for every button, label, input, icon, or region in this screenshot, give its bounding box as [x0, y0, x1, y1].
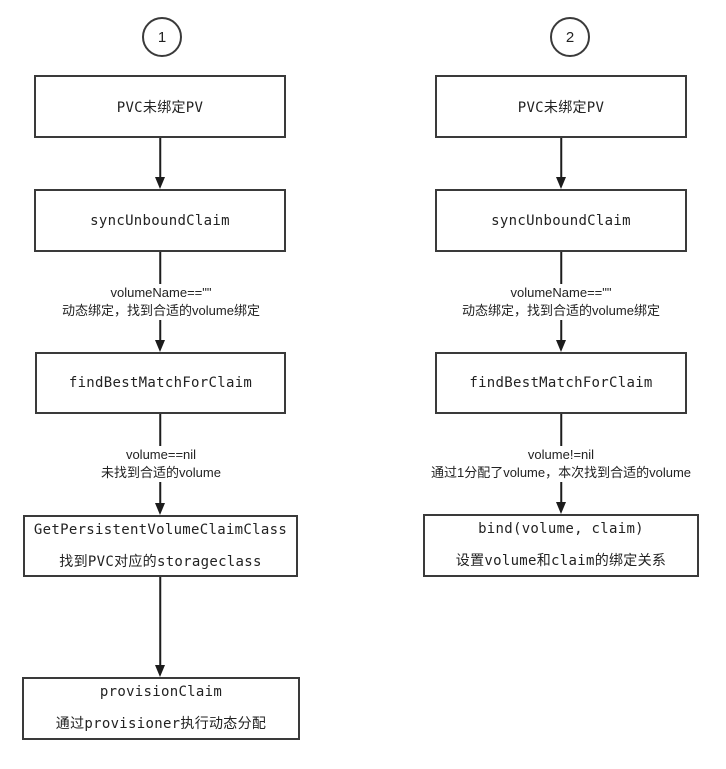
edge-label-line2: 动态绑定，找到合适的volume绑定 [62, 303, 260, 318]
flow1-label-volume-name-empty: volumeName=="" 动态绑定，找到合适的volume绑定 [59, 284, 263, 320]
node-title: syncUnboundClaim [491, 212, 631, 229]
flow1-node-provision-claim: provisionClaim 通过provisioner执行动态分配 [22, 677, 300, 740]
step-2-number: 2 [565, 28, 575, 46]
step-1-number: 1 [157, 28, 167, 46]
edge-label-line2: 未找到合适的volume [101, 465, 221, 480]
edge-label-line1: volume!=nil [527, 447, 595, 462]
node-title: findBestMatchForClaim [68, 375, 253, 391]
flow1-label-volume-nil: volume==nil 未找到合适的volume [98, 446, 224, 482]
flow1-arrow-pvc-to-sync [153, 138, 167, 189]
flow2-node-bind: bind(volume, claim) 设置volume和claim的绑定关系 [423, 514, 699, 577]
node-title: syncUnboundClaim [90, 212, 230, 229]
flow2-node-find-best-match: findBestMatchForClaim [435, 352, 687, 414]
step-1-badge: 1 [142, 17, 182, 57]
flow1-node-find-best-match: findBestMatchForClaim [35, 352, 286, 414]
edge-label-line1: volumeName=="" [510, 285, 612, 300]
node-subtitle: 设置volume和claim的绑定关系 [455, 553, 667, 569]
flow1-node-sync-unbound-claim: syncUnboundClaim [34, 189, 286, 252]
flow1-arrow-getclass-to-provision [153, 577, 167, 677]
flow1-node-get-pvc-class: GetPersistentVolumeClaimClass 找到PVC对应的st… [23, 515, 298, 577]
edge-label-line2: 动态绑定，找到合适的volume绑定 [462, 303, 660, 318]
node-title: PVC未绑定PV [116, 99, 204, 116]
flow2-node-sync-unbound-claim: syncUnboundClaim [435, 189, 687, 252]
flow2-label-volume-name-empty: volumeName=="" 动态绑定，找到合适的volume绑定 [459, 284, 663, 320]
flow1-node-pvc-unbound: PVC未绑定PV [34, 75, 286, 138]
node-title: PVC未绑定PV [517, 99, 605, 116]
node-title: provisionClaim [99, 684, 223, 700]
flow2-node-pvc-unbound: PVC未绑定PV [435, 75, 687, 138]
node-title: findBestMatchForClaim [469, 375, 653, 391]
node-title: GetPersistentVolumeClaimClass [33, 521, 288, 538]
flow2-arrow-pvc-to-sync [554, 138, 568, 189]
node-subtitle: 通过provisioner执行动态分配 [55, 716, 267, 732]
node-title: bind(volume, claim) [478, 521, 644, 537]
step-2-badge: 2 [550, 17, 590, 57]
flow2-label-volume-not-nil: volume!=nil 通过1分配了volume，本次找到合适的volume [427, 446, 695, 482]
edge-label-line2: 通过1分配了volume，本次找到合适的volume [430, 465, 692, 480]
node-subtitle: 找到PVC对应的storageclass [59, 553, 262, 570]
edge-label-line1: volume==nil [125, 447, 197, 462]
edge-label-line1: volumeName=="" [110, 285, 212, 300]
